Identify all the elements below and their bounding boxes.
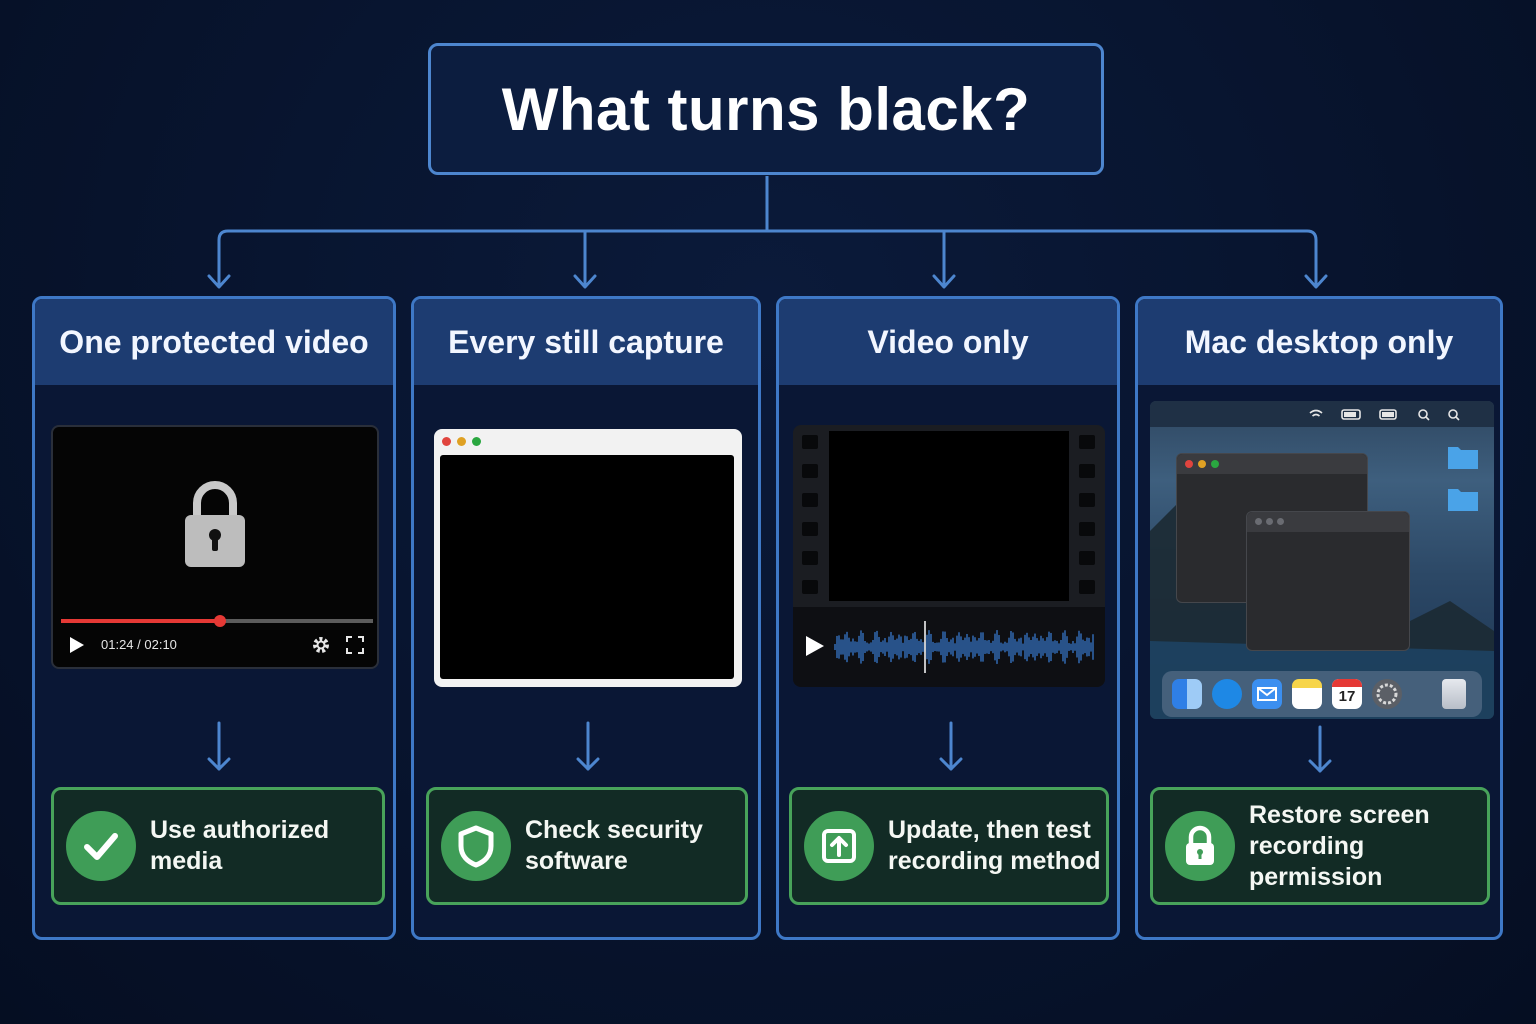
column-heading: Mac desktop only (1138, 299, 1500, 385)
down-arrow-icon (207, 721, 231, 771)
close-dot (442, 437, 451, 446)
checkmark-icon (66, 811, 136, 881)
down-arrow-icon (939, 721, 963, 771)
down-arrow-icon (576, 721, 600, 771)
arrowhead-1 (207, 274, 231, 289)
action-line-2: recording permission (1249, 831, 1383, 891)
folder-icons (1448, 447, 1478, 511)
upload-arrow-icon (804, 811, 874, 881)
trash-icon[interactable] (1442, 679, 1466, 709)
action-box: Restore screen recording permission (1150, 787, 1490, 905)
action-line-1: Update, then test (888, 816, 1091, 844)
safari-icon[interactable] (1212, 679, 1242, 709)
finder-icon[interactable] (1172, 679, 1202, 709)
gear-icon[interactable] (311, 635, 331, 655)
action-box: Check security software (426, 787, 748, 905)
calendar-icon[interactable]: 17 (1332, 679, 1362, 709)
play-icon[interactable] (69, 636, 85, 654)
action-line-1: Use authorized media (150, 816, 330, 875)
black-screen (440, 455, 734, 679)
action-box: Use authorized media (51, 787, 385, 905)
column-still-capture: Every still capture Check security softw… (411, 296, 761, 940)
minimize-dot (457, 437, 466, 446)
lock-icon (1165, 811, 1235, 881)
time-label: 01:24 / 02:10 (101, 637, 177, 652)
padlock-icon (185, 481, 245, 567)
column-protected-video: One protected video 01:24 / 02:10 (32, 296, 396, 940)
action-line-1: Check security (525, 816, 703, 844)
down-arrow-icon (1308, 725, 1332, 773)
action-text: Use authorized media (150, 815, 382, 877)
action-line-1: Restore screen (1249, 800, 1430, 829)
branch-line (217, 229, 1318, 287)
menu-bar-icons (1309, 409, 1460, 421)
menu-bar (1150, 401, 1494, 427)
arrowhead-3 (932, 274, 956, 289)
column-heading: Every still capture (414, 299, 758, 385)
mail-icon[interactable] (1252, 679, 1282, 709)
notes-icon[interactable] (1292, 679, 1322, 709)
shield-icon (441, 811, 511, 881)
action-line-2: recording method (888, 847, 1101, 875)
mac-desktop: 17 (1150, 401, 1494, 719)
column-heading: Video only (779, 299, 1117, 385)
play-icon[interactable] (805, 635, 825, 657)
progress-fill (61, 619, 221, 623)
browser-window (434, 429, 742, 687)
diagram-title: What turns black? (501, 75, 1031, 143)
audio-track (793, 607, 1105, 687)
audio-waveform (834, 621, 1094, 673)
action-box: Update, then test recording method (789, 787, 1109, 905)
video-player: 01:24 / 02:10 (51, 425, 379, 669)
settings-icon[interactable] (1372, 679, 1402, 709)
maximize-dot (472, 437, 481, 446)
film-perforations (802, 435, 1095, 594)
app-window-2 (1246, 511, 1410, 651)
action-text: Check security software (525, 815, 703, 877)
action-text: Restore screen recording permission (1249, 800, 1487, 893)
column-heading: One protected video (35, 299, 393, 385)
black-screen (829, 431, 1069, 601)
dock: 17 (1162, 671, 1482, 717)
action-line-2: software (525, 847, 628, 875)
filmstrip (793, 425, 1105, 687)
column-video-only: Video only (776, 296, 1120, 940)
calendar-day: 17 (1338, 688, 1356, 705)
arrowhead-2 (573, 274, 597, 289)
fullscreen-icon[interactable] (345, 635, 365, 655)
title-box: What turns black? (428, 43, 1104, 175)
column-mac-desktop: Mac desktop only (1135, 296, 1503, 940)
progress-knob[interactable] (214, 615, 227, 627)
progress-bar[interactable] (61, 615, 373, 627)
action-text: Update, then test recording method (888, 815, 1101, 877)
arrowhead-4 (1304, 274, 1328, 289)
